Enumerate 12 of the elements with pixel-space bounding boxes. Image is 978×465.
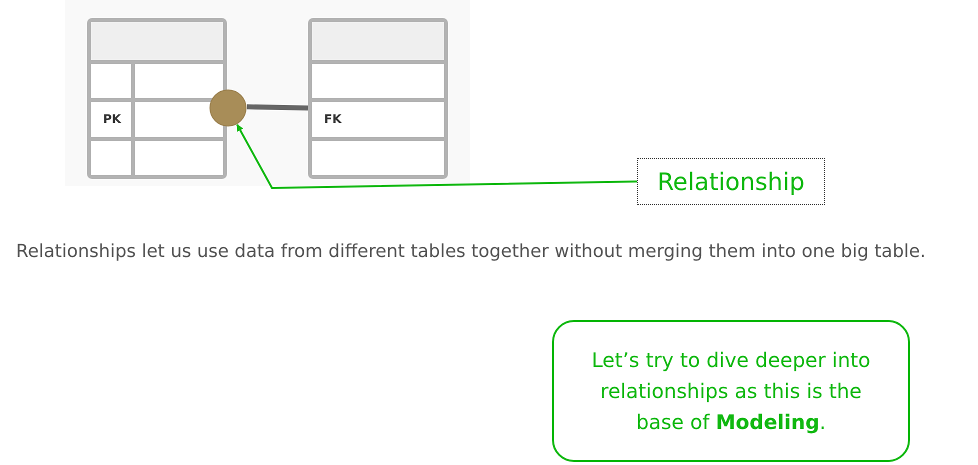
table-drawing bbox=[87, 18, 227, 179]
connector-line bbox=[246, 104, 308, 110]
callout-box bbox=[637, 158, 825, 205]
connector-dot bbox=[209, 89, 247, 127]
key-label: PK bbox=[103, 112, 122, 126]
table-drawing bbox=[308, 18, 448, 179]
description-text: Relationships let us use data from different tables together without merging them into one big table. bbox=[16, 240, 927, 264]
note-text: Let’s try to dive deeper into relationships as this is the base of Modeling. bbox=[590, 346, 872, 436]
key-label: FK bbox=[324, 112, 342, 126]
arrow bbox=[236, 124, 638, 190]
callout-text: Relationship bbox=[657, 168, 805, 196]
note-card bbox=[552, 320, 910, 462]
